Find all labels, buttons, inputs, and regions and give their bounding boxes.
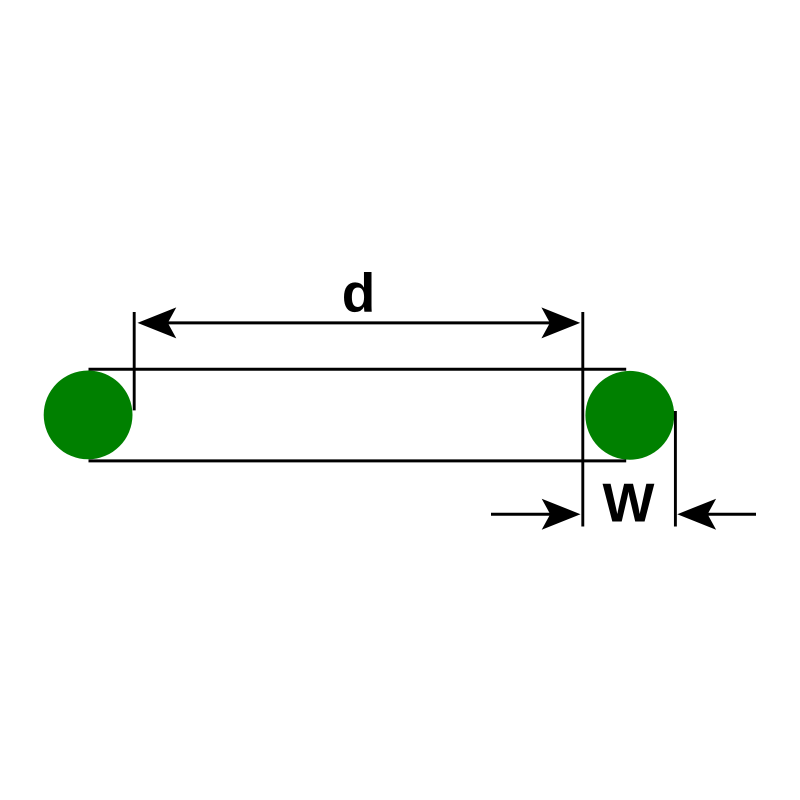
svg-text:W: W [603,471,655,533]
svg-text:d: d [342,261,376,323]
